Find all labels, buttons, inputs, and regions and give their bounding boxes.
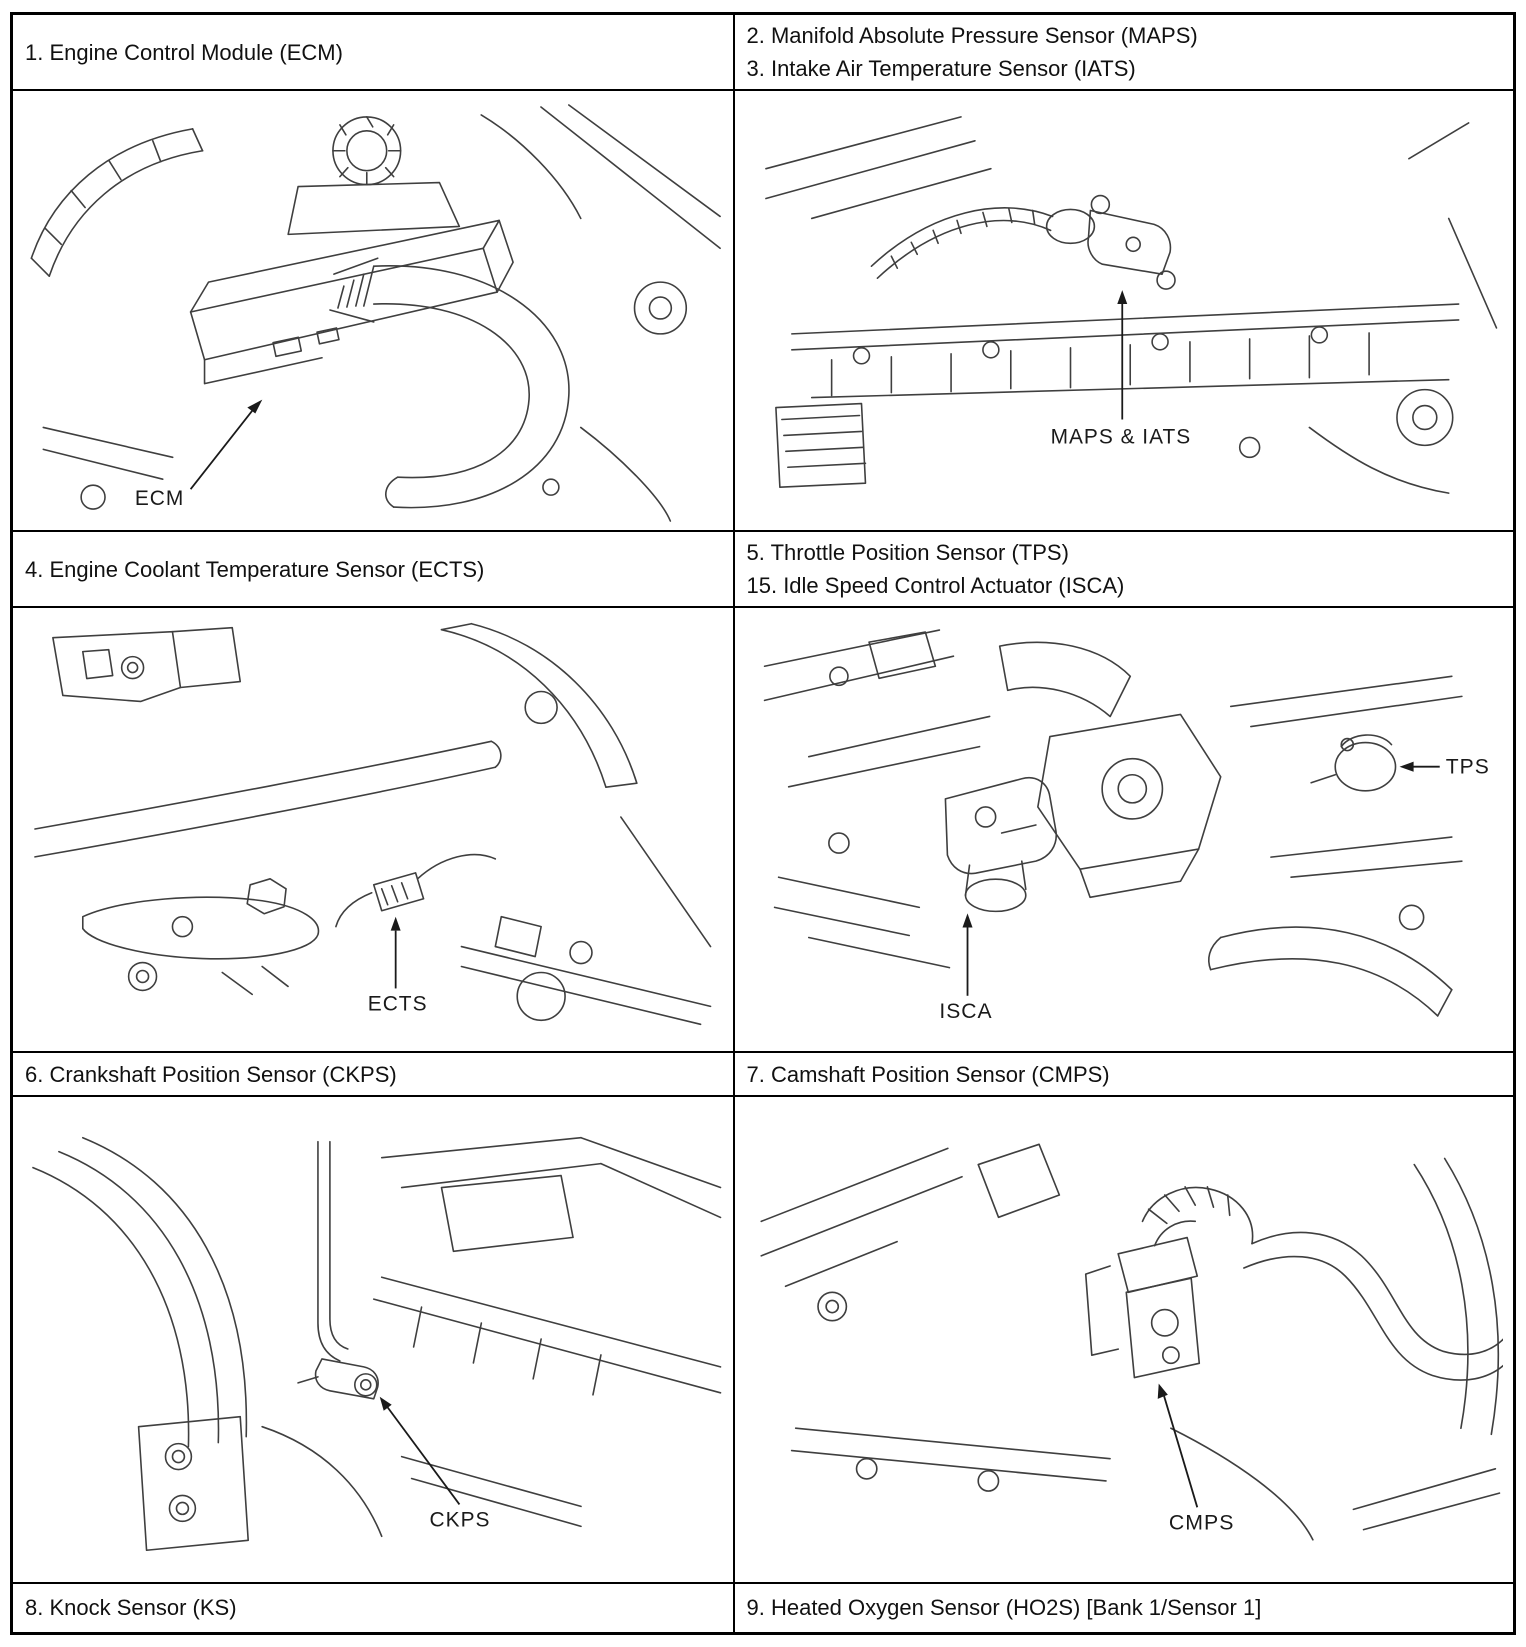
ckps-arrow (384, 1404, 461, 1505)
sensor-location-table: 1. Engine Control Module (ECM) 2. Manifo… (10, 12, 1516, 1635)
ckps-arrowhead (379, 1396, 392, 1411)
ects-arrowhead (390, 916, 401, 931)
caption-row-3: 6. Crankshaft Position Sensor (CKPS) 7. … (10, 1051, 1516, 1097)
image-cell-cmps: CMPS (732, 1095, 1516, 1584)
ecm-arrow (189, 404, 258, 490)
caption-line: 9. Heated Oxygen Sensor (HO2S) [Bank 1/S… (746, 1595, 1262, 1621)
caption-cell-ho2s: 9. Heated Oxygen Sensor (HO2S) [Bank 1/S… (732, 1582, 1516, 1634)
engine-line-art (30, 104, 721, 522)
caption-cell-ckps: 6. Crankshaft Position Sensor (CKPS) (10, 1051, 735, 1097)
cmps-arrow (1161, 1391, 1198, 1508)
caption-line: 3. Intake Air Temperature Sensor (IATS) (746, 56, 1136, 81)
diagram-ecm: ECM (30, 104, 721, 522)
caption-line: 15. Idle Speed Control Actuator (ISCA) (746, 573, 1125, 598)
caption-cell-ecm: 1. Engine Control Module (ECM) (10, 12, 735, 91)
maps-iats-label: MAPS & IATS (1050, 425, 1191, 448)
isca-label: ISCA (939, 1000, 992, 1023)
image-cell-tps-isca: TPS ISCA (732, 606, 1516, 1053)
caption-line: 8. Knock Sensor (KS) (25, 1595, 237, 1621)
diagram-tps-isca: TPS ISCA (763, 629, 1489, 1023)
caption-row-1: 1. Engine Control Module (ECM) 2. Manifo… (10, 12, 1516, 91)
diagram-maps-iats: MAPS & IATS (764, 116, 1497, 494)
engine-line-art (764, 116, 1497, 494)
image-row-3: CKPS (10, 1095, 1516, 1584)
diagram-ckps: CKPS (32, 1136, 722, 1552)
caption-line: 5. Throttle Position Sensor (TPS) (746, 540, 1069, 565)
caption-line: 1. Engine Control Module (ECM) (25, 39, 343, 65)
caption-cell-ks: 8. Knock Sensor (KS) (10, 1582, 735, 1634)
ecm-arrowhead (247, 399, 263, 414)
cmps-label: CMPS (1168, 1511, 1234, 1535)
manual-page: 1. Engine Control Module (ECM) 2. Manifo… (10, 12, 1516, 1635)
image-row-1: ECM (10, 89, 1516, 532)
diagram-ects: ECTS (34, 622, 712, 1026)
ects-label: ECTS (368, 992, 428, 1015)
caption-line: 4. Engine Coolant Temperature Sensor (EC… (25, 556, 485, 582)
image-cell-maps-iats: MAPS & IATS (732, 89, 1516, 532)
caption-row-2: 4. Engine Coolant Temperature Sensor (EC… (10, 530, 1516, 608)
caption-cell-maps-iats: 2. Manifold Absolute Pressure Sensor (MA… (732, 12, 1516, 91)
engine-line-art (763, 629, 1463, 1017)
image-cell-ects: ECTS (10, 606, 735, 1053)
engine-line-art (32, 1136, 722, 1552)
image-row-2: ECTS (10, 606, 1516, 1053)
caption-line: 6. Crankshaft Position Sensor (CKPS) (25, 1061, 397, 1087)
caption-cell-cmps: 7. Camshaft Position Sensor (CMPS) (732, 1051, 1516, 1097)
caption-line: 2. Manifold Absolute Pressure Sensor (MA… (746, 23, 1198, 48)
caption-row-4: 8. Knock Sensor (KS) 9. Heated Oxygen Se… (10, 1582, 1516, 1634)
ckps-label: CKPS (430, 1508, 491, 1531)
caption-cell-ects: 4. Engine Coolant Temperature Sensor (EC… (10, 530, 735, 608)
isca-arrowhead (961, 913, 973, 928)
cmps-arrowhead (1157, 1383, 1168, 1399)
image-cell-ecm: ECM (10, 89, 735, 532)
engine-line-art (34, 622, 712, 1026)
image-cell-ckps: CKPS (10, 1095, 735, 1584)
caption-cell-tps-isca: 5. Throttle Position Sensor (TPS) 15. Id… (732, 530, 1516, 608)
caption-line: 7. Camshaft Position Sensor (CMPS) (746, 1061, 1110, 1087)
tps-label: TPS (1445, 756, 1489, 779)
diagram-cmps: CMPS (759, 1143, 1503, 1541)
maps-arrowhead (1116, 290, 1127, 305)
engine-line-art (759, 1143, 1503, 1541)
tps-arrowhead (1399, 761, 1414, 772)
ecm-label: ECM (135, 487, 184, 510)
